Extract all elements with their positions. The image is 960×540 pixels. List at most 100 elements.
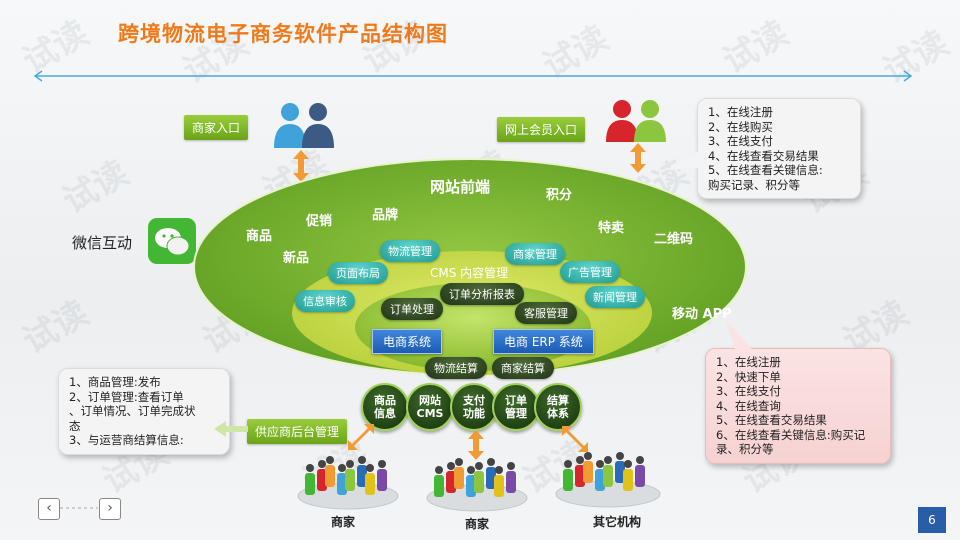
cms-item[interactable]: 页面布局 [328, 262, 388, 284]
wechat-icon[interactable] [148, 218, 196, 264]
cms-item[interactable]: 信息审核 [295, 290, 355, 312]
cms-item[interactable]: 广告管理 [560, 261, 620, 283]
person-body [357, 465, 367, 487]
person-head [318, 460, 326, 468]
app-callout-line: 3、在线支付 [716, 384, 781, 398]
page-number-badge: 6 [918, 507, 946, 533]
person-head [495, 466, 503, 474]
person-body [474, 471, 484, 493]
merchant-link-arrow-icon [468, 430, 484, 460]
person-head [564, 460, 572, 468]
supplier-callout-line: 1、商品管理:发布 [69, 375, 161, 389]
member-callout-line: 2、在线购买 [708, 119, 773, 134]
app-callout-line: 1、在线注册 [716, 355, 781, 369]
app-callout-line: 6、在线查看关键信息:购买记 [716, 427, 866, 442]
person-head [467, 466, 475, 474]
member-entry-label[interactable]: 网上会员入口 [497, 117, 586, 142]
merchant-group-icon [297, 456, 399, 510]
person-body [466, 475, 476, 497]
inner-item[interactable]: 物流结算 [425, 357, 487, 379]
person-body [454, 467, 464, 489]
person-head [338, 464, 346, 472]
merchant-group-icon [426, 458, 528, 512]
person-head [306, 464, 314, 472]
nav-divider [60, 507, 98, 509]
cms-title: CMS 内容管理 [430, 266, 509, 280]
circle-line: CMS [416, 407, 444, 420]
person-body [563, 469, 573, 491]
supplier-callout-line: 、订单情况、订单完成状 [69, 404, 196, 418]
person-body [615, 461, 625, 483]
outer-item: 品牌 [372, 208, 399, 223]
function-circle[interactable]: 支付功能 [450, 383, 498, 431]
app-callout-pointer [726, 320, 754, 352]
circle-line: 支付 [463, 394, 485, 407]
next-slide-button[interactable]: › [99, 498, 121, 520]
outer-item: 二维码 [654, 232, 694, 247]
person-body [635, 465, 645, 487]
supplier-callout-line: 3、与运营商结算信息: [69, 433, 184, 447]
person-head [455, 458, 463, 466]
outer-item: 积分 [546, 188, 573, 203]
circle-line: 网站 [418, 394, 441, 407]
supplier-link-arrow-icon [348, 424, 374, 450]
person-body [434, 475, 444, 497]
outer-item: 特卖 [598, 221, 625, 236]
person-body [575, 465, 585, 487]
member-callout: 1、在线注册 2、在线购买 3、在线支付 4、在线查看交易结果 5、在线查看关键… [697, 98, 861, 199]
merchant-users-icon [274, 103, 334, 148]
person-body [305, 473, 315, 495]
member-callout-line: 3、在线支付 [708, 134, 773, 148]
app-callout-line: 5、在线查看交易结果 [716, 413, 827, 427]
cms-item[interactable]: 商家管理 [505, 243, 565, 265]
inner-item[interactable]: 订单处理 [381, 298, 443, 320]
person-body [583, 461, 593, 483]
person-body [365, 473, 375, 495]
app-callout: 1、在线注册 2、快速下单 3、在线支付 4、在线查询 5、在线查看交易结果 6… [705, 348, 891, 464]
inner-item[interactable]: 订单分析报表 [440, 283, 524, 305]
inner-item[interactable]: 客服管理 [515, 302, 577, 324]
member-updown-arrow-icon [630, 143, 646, 173]
person-body [494, 475, 504, 497]
merchant-updown-arrow-icon [293, 150, 309, 182]
supplier-admin-label[interactable]: 供应商后台管理 [247, 419, 348, 444]
circle-line: 订单 [505, 394, 527, 407]
function-circle-label: 结算体系 [547, 394, 569, 420]
organization-group-icon [555, 452, 661, 508]
page-title: 跨境物流电子商务软件产品结构图 [118, 22, 448, 46]
function-circle[interactable]: 订单管理 [492, 383, 540, 431]
person-head [604, 456, 612, 464]
bottom-label: 商家 [331, 515, 356, 529]
watermark-text: 试读 [16, 293, 96, 362]
person-head [487, 458, 495, 466]
person-head [447, 462, 455, 470]
system-bar[interactable]: 电商 ERP 系统 [493, 329, 594, 354]
member-callout-line: 5、在线查看关键信息: [708, 163, 823, 177]
person-head [366, 464, 374, 472]
person-body [325, 465, 335, 487]
cms-item[interactable]: 物流管理 [380, 240, 440, 262]
person-head [378, 460, 386, 468]
person-head [624, 460, 632, 468]
person-head [435, 466, 443, 474]
circle-line: 结算 [547, 394, 569, 407]
system-bar[interactable]: 电商系统 [372, 329, 443, 354]
person-head [507, 462, 515, 470]
person-body [623, 469, 633, 491]
member-callout-line: 4、在线查看交易结果 [708, 148, 819, 163]
inner-item[interactable]: 商家结算 [492, 357, 554, 379]
front-end-title: 网站前端 [430, 178, 491, 196]
supplier-arrow-icon [214, 421, 248, 437]
prev-slide-button[interactable]: ‹ [38, 498, 60, 520]
function-circle-label: 支付功能 [463, 394, 485, 420]
function-circle[interactable]: 结算体系 [534, 383, 582, 431]
merchant-entry-label[interactable]: 商家入口 [184, 115, 249, 140]
circle-line: 功能 [463, 407, 485, 420]
cms-item[interactable]: 新闻管理 [585, 286, 645, 308]
watermark-text: 试读 [56, 153, 136, 222]
circle-line: 管理 [505, 407, 527, 420]
circle-line: 体系 [547, 407, 569, 420]
person-body [603, 465, 613, 487]
app-callout-line: 4、在线查询 [716, 398, 781, 413]
